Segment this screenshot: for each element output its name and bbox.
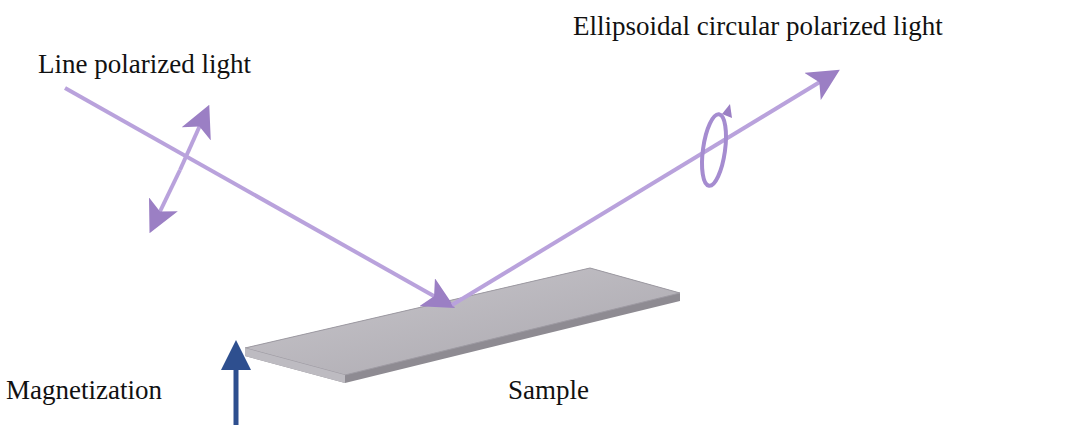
polarization-arrow bbox=[180, 112, 206, 170]
incident-ray bbox=[65, 88, 448, 304]
sample-plate bbox=[245, 268, 680, 383]
text-label: Magnetization bbox=[6, 376, 162, 406]
text-label: Sample bbox=[508, 376, 589, 406]
magnetization-arrow bbox=[234, 350, 239, 425]
text-label: Ellipsoidal circular polarized light bbox=[573, 12, 943, 42]
text-label: Line polarized light bbox=[38, 50, 251, 80]
reflected-ray bbox=[452, 74, 833, 305]
polarization-arrow bbox=[153, 170, 180, 226]
polarization-ellipse bbox=[698, 113, 730, 187]
ellipse-arrowhead bbox=[722, 104, 732, 118]
